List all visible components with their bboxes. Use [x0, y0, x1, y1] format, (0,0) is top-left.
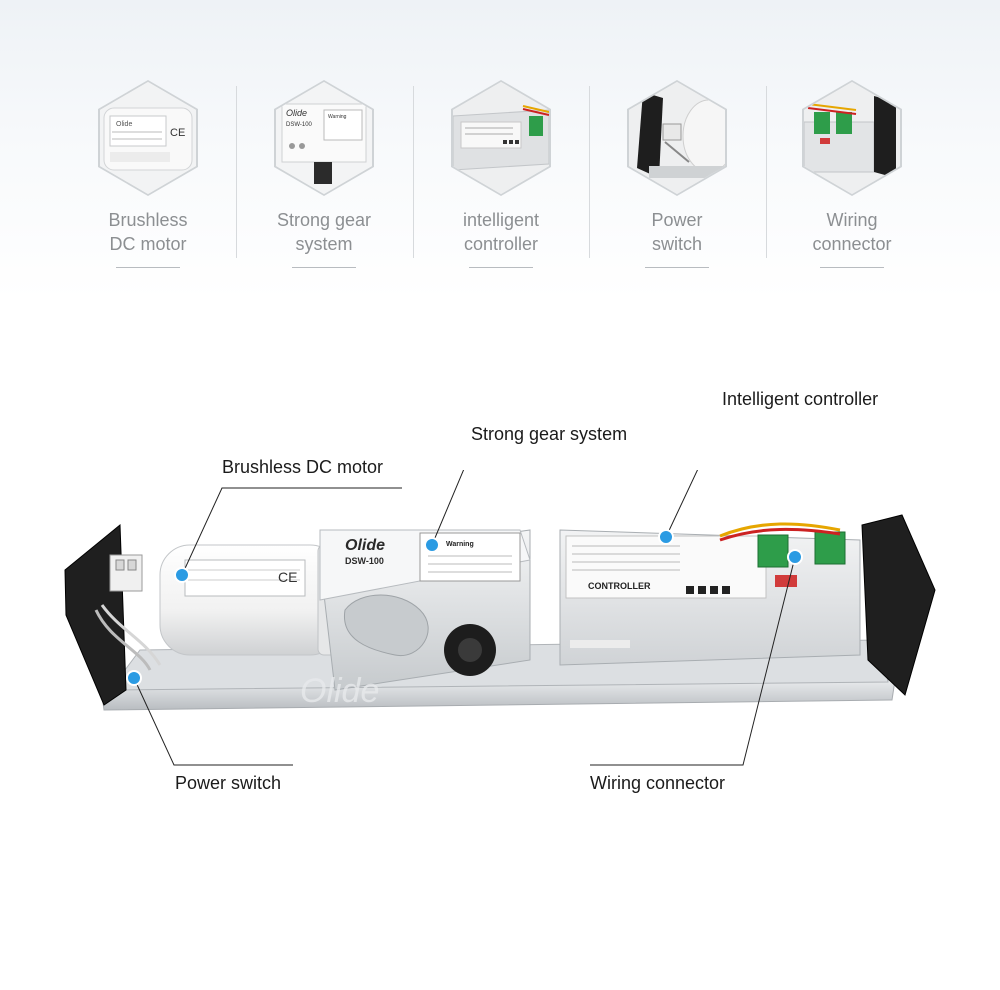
hex-frame — [802, 80, 902, 196]
power-switch-block — [109, 554, 143, 592]
callout-gear: Strong gear system — [471, 424, 628, 444]
divider — [413, 86, 414, 258]
svg-text:CE: CE — [170, 127, 185, 139]
divider — [236, 86, 237, 258]
feature-label: Wiring connector — [812, 210, 892, 254]
divider — [589, 86, 590, 258]
feature-label: Strong gear system — [276, 210, 372, 254]
right-end-cap — [861, 514, 936, 696]
watermark-text: Olide — [300, 672, 379, 710]
yellow-wire — [719, 522, 841, 538]
svg-text:Warning: Warning — [328, 114, 347, 120]
feature-underline — [469, 267, 533, 268]
feature-wiring: Wiring connector — [764, 0, 940, 300]
feature-label: Brushless DC motor — [108, 210, 188, 254]
hex-frame: Olide DSW-100 Warning — [274, 80, 374, 196]
callout-power: Power switch — [175, 773, 282, 793]
callout-dots — [126, 529, 803, 686]
hex-frame — [627, 80, 727, 196]
dot-wiring — [787, 549, 803, 565]
svg-text:Olide: Olide — [286, 108, 307, 118]
feature-underline — [820, 267, 884, 268]
svg-text:CE: CE — [278, 569, 297, 585]
left-end-cap — [64, 523, 127, 706]
model-label: DSW-100 — [345, 556, 384, 566]
leader-gear — [431, 470, 465, 546]
leader-wiring — [590, 556, 796, 766]
leader-motor — [181, 487, 402, 576]
dot-gear — [424, 537, 440, 553]
feature-underline — [645, 267, 709, 268]
svg-text:DSW-100: DSW-100 — [286, 122, 313, 128]
hex-frame: Olide CE — [98, 80, 198, 196]
power-switch-icon — [629, 82, 725, 194]
feature-label: intelligent controller — [462, 210, 540, 254]
dip-switch — [775, 575, 797, 587]
callout-controller: Intelligent controller — [722, 389, 879, 409]
red-wire — [719, 527, 841, 542]
divider — [766, 86, 767, 258]
door-operator-illustration: CE Olide DSW-100 Warning CONTROLLER Olid… — [64, 470, 936, 766]
gear-box-icon: Olide DSW-100 Warning — [276, 82, 372, 194]
terminal-block-left — [757, 534, 789, 568]
motor-icon: Olide CE — [100, 82, 196, 194]
terminal-block-right — [814, 531, 846, 565]
feature-underline — [292, 267, 356, 268]
dot-power — [126, 670, 142, 686]
dot-motor — [174, 567, 190, 583]
feature-gear: Olide DSW-100 Warning Strong gear system — [236, 0, 412, 300]
brand-label: Olide — [345, 537, 385, 554]
leader-lines — [133, 470, 796, 766]
dot-controller — [658, 529, 674, 545]
feature-label: Power switch — [651, 210, 703, 254]
controller-label: CONTROLLER — [588, 581, 651, 591]
controller-icon — [453, 82, 549, 194]
feature-controller: intelligent controller — [413, 0, 589, 300]
warning-label: Warning — [446, 541, 474, 548]
feature-motor: Olide CE Brushless DC motor — [60, 0, 236, 300]
leader-power — [133, 677, 293, 766]
feature-power: Power switch — [589, 0, 765, 300]
hex-frame — [451, 80, 551, 196]
callout-wiring: Wiring connector — [590, 773, 726, 793]
leader-controller — [665, 470, 699, 538]
feature-underline — [116, 267, 180, 268]
callout-motor: Brushless DC motor — [222, 457, 384, 477]
feature-row: Olide CE Brushless DC motor Olide — [0, 0, 1000, 300]
wiring-connector-icon — [804, 82, 900, 194]
svg-text:Olide: Olide — [116, 121, 132, 128]
